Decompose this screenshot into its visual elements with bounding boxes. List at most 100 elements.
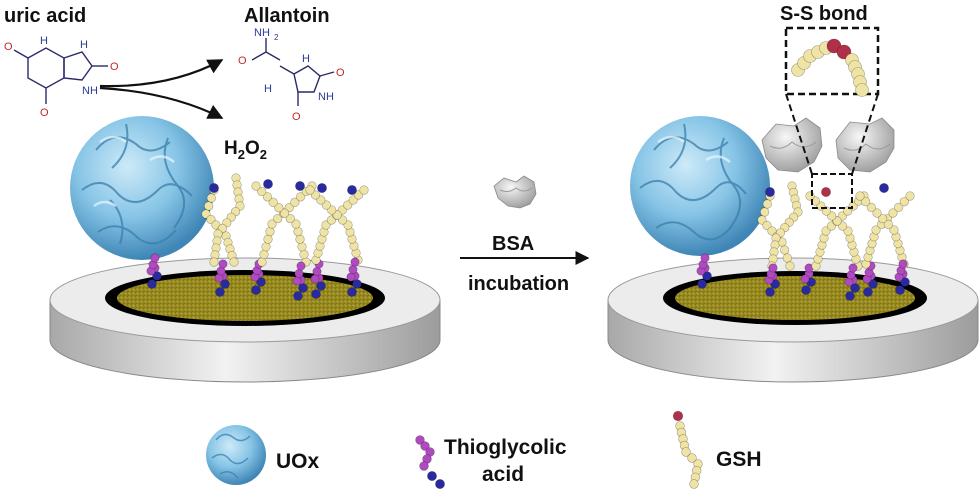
thiol-end-bead bbox=[317, 183, 327, 193]
uric-acid-label: uric acid bbox=[4, 5, 86, 27]
thiol-anchor-bead bbox=[765, 287, 775, 297]
gsh-bead bbox=[261, 242, 271, 252]
uric-acid-atoms: O H O O H NH bbox=[4, 35, 119, 119]
gsh-bead bbox=[826, 221, 837, 231]
chem-atom: NH bbox=[82, 85, 98, 97]
bsa-protein-icon bbox=[493, 175, 537, 209]
gsh-bead bbox=[299, 249, 309, 259]
gsh-bead bbox=[843, 226, 853, 236]
gsh-bead bbox=[251, 181, 261, 191]
allantoin-structure bbox=[251, 38, 335, 106]
thiol-end-bead bbox=[295, 181, 305, 191]
thiol-anchor-bead bbox=[147, 279, 157, 289]
gsh-bead bbox=[687, 453, 697, 463]
thioglycolic-bead bbox=[218, 259, 228, 269]
gold-electrode-surface bbox=[675, 276, 915, 320]
zoom-connector-left bbox=[785, 93, 813, 175]
gsh-bead bbox=[291, 219, 301, 229]
gsh-bead bbox=[295, 192, 306, 202]
bsa-label: BSA bbox=[492, 233, 534, 255]
thiol-anchor-bead bbox=[697, 279, 707, 289]
left-electrode bbox=[49, 257, 441, 383]
legend-uox-label: UOx bbox=[276, 450, 320, 473]
gsh-bead bbox=[305, 185, 315, 195]
gsh-bead bbox=[204, 201, 214, 211]
gsh-bead bbox=[689, 479, 699, 489]
thioglycolic-bead bbox=[150, 253, 160, 263]
uox-enzyme-left bbox=[70, 116, 214, 260]
gsh-bead bbox=[827, 211, 837, 221]
thioglycolic-bead bbox=[700, 253, 710, 263]
gsh-bead bbox=[905, 191, 915, 201]
thiol-anchor-bead bbox=[845, 291, 855, 301]
legend-thioglycolic-icon bbox=[415, 435, 445, 489]
gsh-bead bbox=[878, 214, 888, 224]
bsa-protein-bound-left bbox=[761, 117, 823, 173]
gsh-bead bbox=[343, 220, 353, 230]
gsh-bead bbox=[293, 227, 303, 237]
thiol-anchor-bead bbox=[435, 479, 445, 489]
reaction-arrow-allantoin bbox=[99, 59, 224, 88]
thioglycolic-bead bbox=[294, 268, 304, 278]
thiol-anchor-bead bbox=[293, 291, 303, 301]
gsh-bead bbox=[265, 227, 275, 237]
gsh-bead bbox=[821, 226, 831, 236]
uric-acid-structure bbox=[13, 47, 108, 104]
legend-thioglycolic-label-2: acid bbox=[482, 463, 524, 486]
gsh-bead bbox=[257, 257, 267, 267]
gsh-bead bbox=[785, 261, 795, 271]
gsh-bead bbox=[263, 234, 273, 244]
gsh-bead bbox=[780, 245, 790, 255]
thiol-end-bead bbox=[879, 183, 889, 193]
chem-atom: O bbox=[40, 107, 49, 119]
gsh-bead bbox=[310, 190, 321, 200]
bsa-protein-bound-right bbox=[835, 117, 895, 173]
chem-atom: O bbox=[336, 67, 345, 79]
chem-atom: O bbox=[292, 111, 301, 123]
gsh-bead bbox=[285, 213, 295, 224]
thiol-anchor-bead bbox=[215, 287, 225, 297]
gsh-bead bbox=[327, 205, 337, 215]
gsh-bead bbox=[359, 185, 369, 195]
gsh-bead bbox=[805, 191, 815, 201]
incubation-label: incubation bbox=[468, 273, 569, 295]
gsh-bead bbox=[201, 209, 211, 219]
gsh-bead bbox=[316, 195, 326, 205]
gsh-bead bbox=[767, 226, 777, 236]
chem-atom: O bbox=[110, 61, 119, 73]
thiol-anchor-bead bbox=[347, 287, 357, 297]
gsh-bead bbox=[273, 213, 283, 224]
gsh-bead bbox=[855, 83, 869, 97]
gsh-bead bbox=[257, 186, 267, 197]
thioglycolic-bead bbox=[768, 263, 778, 273]
gsh-bead bbox=[762, 199, 772, 209]
gsh-bead bbox=[321, 220, 331, 230]
h2o2-label: H2O2 bbox=[224, 138, 267, 162]
gsh-bead bbox=[343, 200, 353, 210]
gsh-bead bbox=[757, 215, 767, 225]
gsh-bead bbox=[762, 220, 772, 231]
gsh-bead bbox=[332, 210, 342, 220]
left-chains bbox=[146, 173, 369, 301]
thioglycolic-bead bbox=[312, 266, 322, 276]
gsh-bead bbox=[782, 253, 792, 263]
right-chains bbox=[696, 181, 915, 301]
gsh-bead bbox=[262, 192, 273, 202]
thiol-anchor-bead bbox=[251, 285, 261, 295]
legend-uox-icon bbox=[206, 425, 266, 485]
chem-atom: NH bbox=[254, 27, 270, 39]
thiol-end-bead bbox=[765, 187, 775, 197]
thioglycolic-bead bbox=[350, 257, 360, 267]
gsh-bead bbox=[348, 195, 358, 205]
thioglycolic-bead bbox=[292, 276, 302, 286]
thiol-anchor-bead bbox=[427, 471, 437, 481]
chem-atom: H bbox=[80, 39, 88, 51]
gsh-bead bbox=[837, 221, 848, 231]
thioglycolic-bead bbox=[420, 441, 430, 451]
thiol-anchor-bead bbox=[863, 287, 873, 297]
thiol-anchor-bead bbox=[801, 285, 811, 295]
thioglycolic-bead bbox=[310, 274, 320, 284]
gsh-bead bbox=[229, 257, 239, 267]
gsh-bead bbox=[681, 447, 691, 457]
thiol-end-bead bbox=[209, 183, 219, 193]
